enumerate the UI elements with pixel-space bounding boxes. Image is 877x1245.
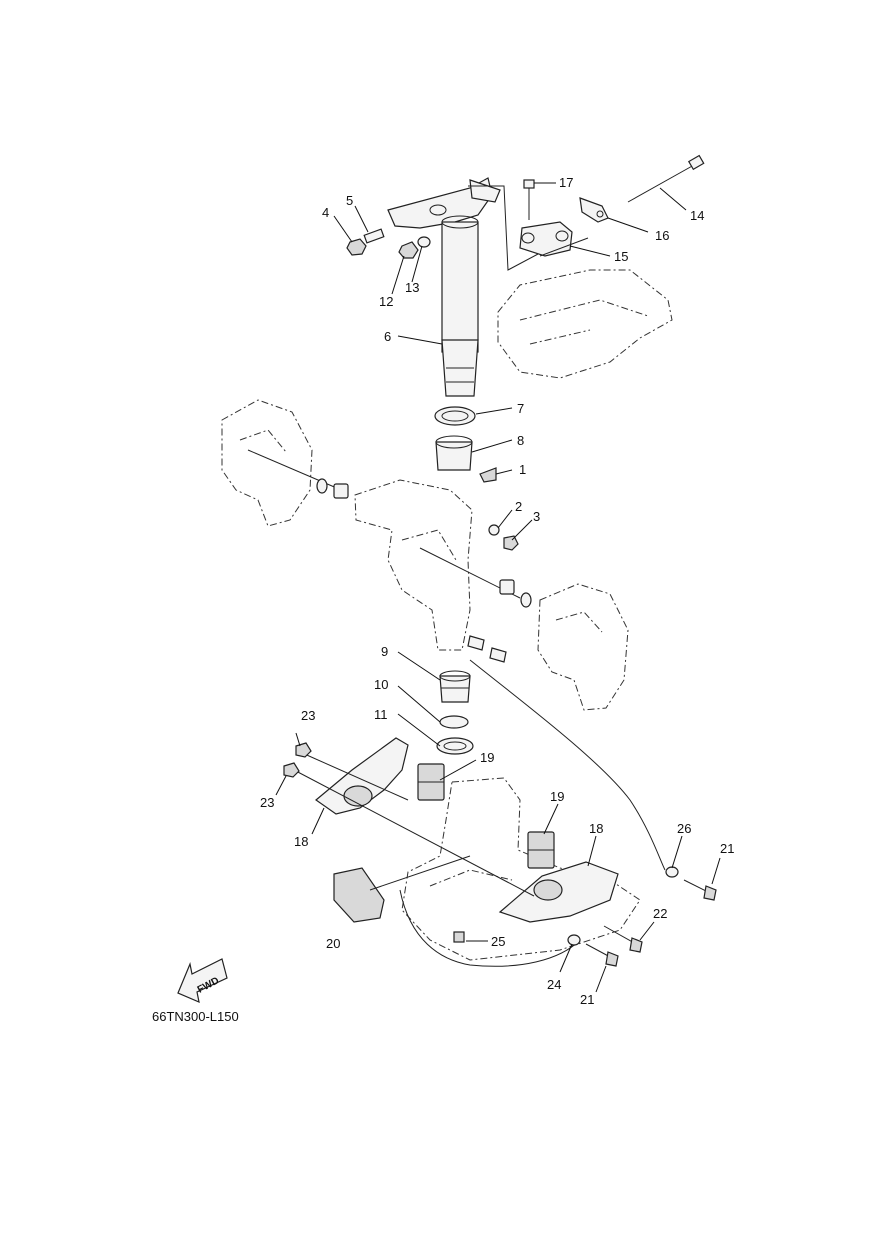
callout-7: 7 [517,401,524,416]
callout-24: 24 [547,977,561,992]
nut-4 [346,238,367,256]
washer-7 [434,406,476,426]
screw-17 [523,179,535,220]
washer-26 [665,866,679,878]
clip-1 [479,467,497,483]
cover-18-right [498,861,619,923]
nut-23-lower [283,762,300,778]
callout-6: 6 [384,329,391,344]
bolt-14 [627,154,705,203]
nut-23-upper [295,742,312,758]
bottom-cowling-outline [497,269,673,379]
callout-9: 9 [381,644,388,659]
callout-18-left: 18 [294,834,308,849]
clamp-bracket-left-outline [221,399,313,527]
callout-21-lower: 21 [580,992,594,1007]
callout-25: 25 [491,934,505,949]
callout-16: 16 [655,228,669,243]
callout-1: 1 [519,462,526,477]
washer-24 [567,934,581,946]
mount-19-lower [527,831,555,869]
callout-26: 26 [677,821,691,836]
seal-11 [436,737,474,755]
callout-19-upper: 19 [480,750,494,765]
drawing-code: 66TN300-L150 [152,1009,239,1024]
switch-15 [519,221,573,257]
callout-3: 3 [533,509,540,524]
bushing-8 [435,435,473,471]
screw-25 [453,931,465,943]
bolt-22 [603,925,643,953]
washer-2 [488,524,500,536]
o-ring-10 [439,715,469,729]
callout-18-right: 18 [589,821,603,836]
fwd-arrow-icon: FWD [177,958,228,1004]
callout-11: 11 [374,707,388,722]
callout-22: 22 [653,906,667,921]
swivel-bracket-outline [354,479,473,651]
bracket-16 [579,197,609,223]
callout-8: 8 [517,433,524,448]
callout-20: 20 [326,936,340,951]
callout-23-upper: 23 [301,708,315,723]
callout-4: 4 [322,205,329,220]
stud-5 [363,228,385,244]
callout-12: 12 [379,294,393,309]
callout-17: 17 [559,175,573,190]
callout-13: 13 [405,280,419,295]
callout-21-right: 21 [720,841,734,856]
callout-15: 15 [614,249,628,264]
bolt-21-lower [585,943,619,967]
clamp-bracket-right-outline [537,583,629,711]
callout-leaders [275,182,721,993]
mount-19-upper [417,763,445,801]
cover-18-left [315,737,409,815]
steering-shaft [441,215,479,397]
callout-14: 14 [690,208,704,223]
bushing-9 [439,670,471,703]
callout-2: 2 [515,499,522,514]
mount-20 [333,867,385,923]
callout-10: 10 [374,677,388,692]
washer-13 [417,236,431,248]
callout-19-lower: 19 [550,789,564,804]
callout-23-lower: 23 [260,795,274,810]
callout-5: 5 [346,193,353,208]
bolt-21-right [683,879,717,901]
bolt-3 [503,535,519,551]
callout-numbers: 1 2 3 4 5 6 7 8 9 10 11 12 13 14 15 16 1… [260,175,734,1007]
nut-12 [398,241,419,259]
